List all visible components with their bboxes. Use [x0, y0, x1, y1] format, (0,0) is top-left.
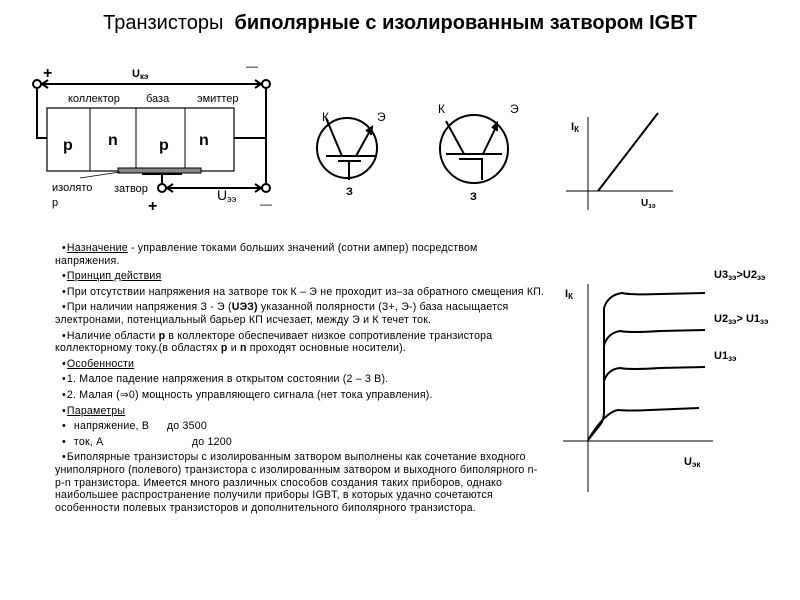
para-feature-2: •2. Малая (⇒0) мощность управляющего сиг…: [62, 388, 433, 401]
title-part2: биполярные с изолированным затвором IGBT: [234, 12, 697, 34]
curve-label-u2: U2зэ> U1зэ: [714, 313, 769, 326]
symbol2-gate-label: З: [470, 191, 477, 203]
transistor-symbol-2: [439, 114, 509, 184]
para-principle-heading: •Принцип действия: [62, 270, 162, 283]
para-features-heading: •Особенности: [62, 357, 135, 370]
symbol1-collector-label: К: [322, 110, 329, 124]
curve-label-u1: U1зэ: [714, 350, 737, 363]
insulator-label-2: р: [52, 197, 58, 209]
para-purpose: •Назначение - управление токами больших …: [55, 242, 478, 267]
slide-text: •Назначение - управление токами больших …: [55, 242, 545, 517]
page-title: Транзисторы биполярные с изолированным з…: [0, 12, 800, 35]
transistor-symbol-1: [316, 117, 378, 180]
terminal-emitter: [261, 79, 271, 89]
terminal-collector: [32, 79, 42, 89]
output-x-label: Uэк: [684, 456, 701, 469]
symbol1-emitter-label: Э: [377, 110, 386, 124]
transfer-curve: [597, 112, 659, 192]
curve-u0: [587, 407, 700, 441]
curve-u1: [603, 366, 706, 382]
layer-n1: n: [108, 132, 118, 149]
para-p-region: •Наличие области p в коллекторе обеспечи…: [55, 329, 493, 355]
emitter-label: эмиттер: [197, 93, 239, 105]
minus-sign-2: —: [260, 197, 272, 211]
transfer-characteristic-chart: [566, 112, 673, 210]
para-feature-1: •1. Малое падение напряжения в открытом …: [62, 373, 389, 386]
voltage-ce-label: Uкэ: [132, 68, 149, 81]
symbol2-collector-label: К: [438, 102, 445, 116]
symbol2-emitter-label: Э: [510, 102, 519, 116]
para-summary: •Биполярные транзисторы с изолированным …: [55, 451, 538, 514]
terminal-gate: [157, 183, 167, 193]
igbt-structure-diagram: [32, 79, 271, 193]
curve-u2: [603, 329, 706, 346]
plus-sign: +: [43, 65, 52, 82]
layer-p1: p: [63, 137, 73, 154]
gate-electrode: [142, 173, 182, 175]
insulator-layer: [117, 167, 202, 174]
symbol1-gate-label: З: [346, 186, 353, 198]
para-with-voltage: •При наличии напряжения З - Э (UЭЗ) указ…: [55, 301, 509, 326]
plus-sign-gate: +: [148, 198, 157, 215]
voltage-ge-label: Uээ: [217, 187, 237, 204]
para-params-heading: •Параметры: [62, 404, 126, 417]
layer-n2: n: [199, 132, 209, 149]
insulator-label: изолято: [52, 182, 92, 194]
layer-p2: p: [159, 137, 169, 154]
base-label: база: [146, 93, 170, 105]
terminal-emitter-2: [261, 183, 271, 193]
output-y-label: IК: [565, 288, 573, 301]
para-no-voltage: •При отсутствии напряжения на затворе то…: [62, 285, 545, 298]
gate-label: затвор: [114, 183, 148, 195]
heading-purpose: Назначение: [66, 242, 128, 254]
transfer-x-label: Uзэ: [641, 198, 656, 210]
title-part1: Транзисторы: [103, 12, 224, 34]
minus-sign: —: [246, 59, 258, 73]
output-characteristic-chart: [563, 284, 713, 492]
collector-label: коллектор: [68, 93, 120, 105]
curve-label-u3: U3зэ>U2зэ: [714, 269, 766, 282]
transfer-y-label: IК: [571, 121, 579, 134]
